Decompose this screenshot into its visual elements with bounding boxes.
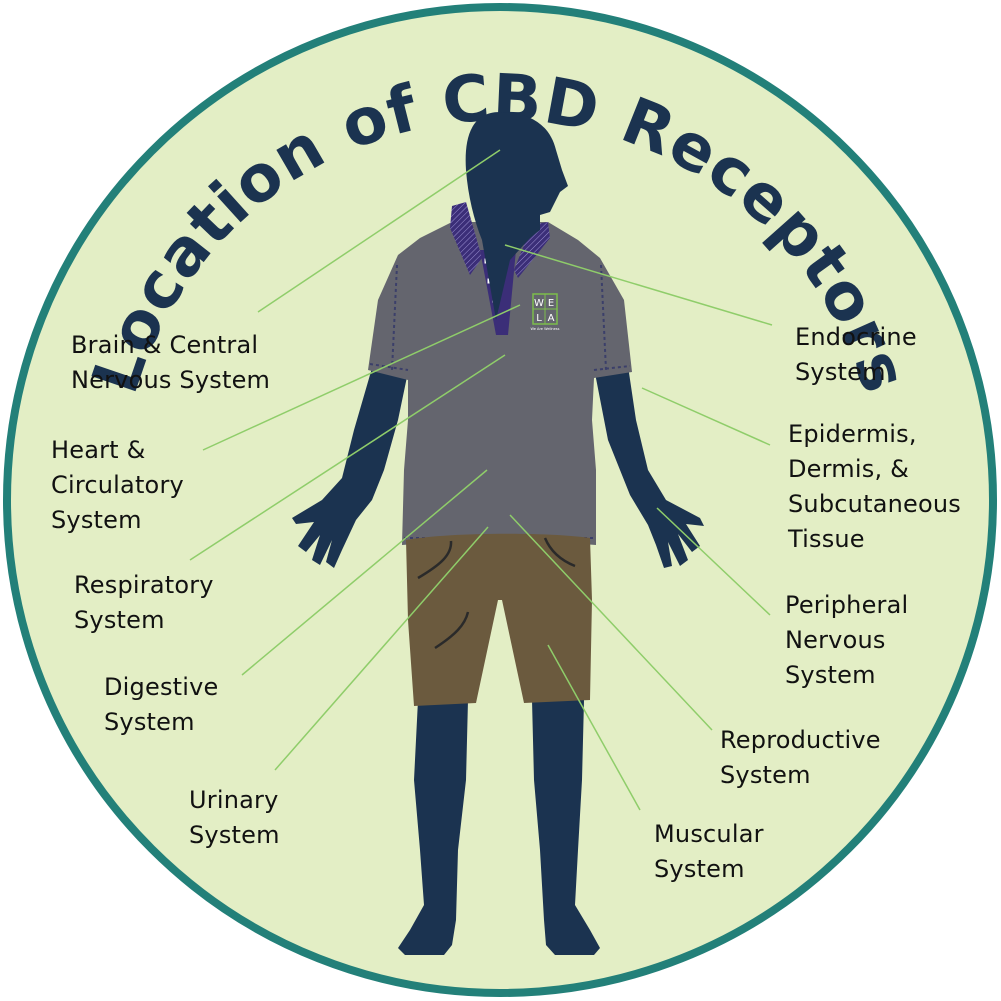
label-brain-cns: Brain & Central Nervous System bbox=[71, 331, 271, 394]
shirt bbox=[368, 222, 632, 545]
svg-text:E: E bbox=[548, 298, 554, 309]
svg-text:L: L bbox=[536, 313, 542, 324]
left-arm bbox=[292, 368, 408, 568]
human-figure: W E L A We Are Wellness bbox=[292, 112, 704, 955]
svg-text:A: A bbox=[548, 313, 555, 324]
label-endocrine: Endocrine System bbox=[795, 323, 917, 386]
label-urinary: Urinary System bbox=[189, 786, 280, 849]
head bbox=[465, 112, 568, 320]
svg-text:W: W bbox=[534, 298, 544, 309]
label-respiratory: Respiratory System bbox=[74, 571, 214, 634]
leader-skin bbox=[641, 387, 771, 446]
label-peripheral-nervous: Peripheral Nervous System bbox=[785, 591, 909, 689]
left-leg bbox=[398, 700, 468, 955]
leader-reproductive bbox=[509, 514, 713, 731]
label-heart-circulatory: Heart & Circulatory System bbox=[51, 436, 184, 534]
right-leg bbox=[532, 700, 600, 955]
leader-lines bbox=[189, 149, 773, 811]
leader-peripheral bbox=[656, 507, 771, 616]
label-muscular: Muscular System bbox=[654, 820, 764, 883]
leader-digestive bbox=[241, 469, 488, 676]
leader-muscular bbox=[547, 644, 641, 811]
label-reproductive: Reproductive System bbox=[720, 726, 881, 789]
shorts bbox=[406, 533, 592, 706]
collar-left bbox=[450, 202, 482, 275]
collar-right bbox=[514, 222, 550, 278]
leader-endocrine bbox=[504, 244, 773, 326]
svg-text:We Are Wellness: We Are Wellness bbox=[531, 327, 560, 331]
right-arm bbox=[594, 366, 704, 568]
leader-urinary bbox=[274, 526, 489, 771]
leader-brain bbox=[257, 149, 501, 313]
label-skin-tissue: Epidermis, Dermis, & Subcutaneous Tissue bbox=[788, 420, 961, 553]
wela-logo: W E L A We Are Wellness bbox=[531, 293, 560, 331]
leader-respiratory bbox=[189, 354, 506, 561]
leader-heart bbox=[202, 304, 521, 451]
label-digestive: Digestive System bbox=[104, 673, 219, 736]
